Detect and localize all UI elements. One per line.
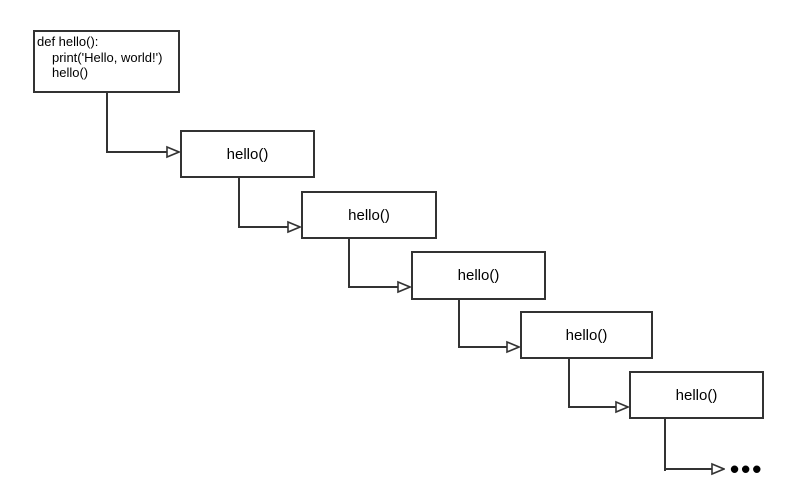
connector-line	[238, 178, 240, 228]
call-box-5: hello()	[629, 371, 764, 419]
connector-line	[348, 286, 398, 288]
connector-line	[106, 151, 167, 153]
call-box-4: hello()	[520, 311, 653, 359]
arrowhead-icon	[506, 340, 520, 354]
code-line-recursive-call: hello()	[52, 65, 89, 80]
connector-line	[568, 359, 570, 408]
code-box: def hello(): print('Hello, world!') hell…	[33, 30, 180, 93]
arrowhead-icon	[287, 220, 301, 234]
call-box-1: hello()	[180, 130, 315, 178]
arrowhead-icon	[166, 145, 180, 159]
connector-line	[106, 93, 108, 153]
arrowhead-icon	[711, 462, 725, 476]
connector-line	[664, 419, 666, 471]
code-line-def: def hello():	[37, 34, 99, 49]
arrowhead-icon	[397, 280, 411, 294]
connector-line	[238, 226, 288, 228]
code-line-print: print('Hello, world!')	[52, 49, 163, 65]
call-box-label: hello()	[457, 267, 500, 284]
call-box-label: hello()	[348, 206, 390, 224]
connector-line	[458, 346, 507, 348]
connector-line	[348, 239, 350, 288]
connector-line	[458, 300, 460, 348]
call-box-label: hello()	[565, 326, 608, 344]
connector-line	[568, 406, 616, 408]
connector-line	[664, 468, 712, 470]
ellipsis-icon: •••	[730, 454, 764, 484]
call-box-3: hello()	[411, 251, 546, 300]
arrowhead-icon	[615, 400, 629, 414]
call-box-label: hello()	[675, 386, 718, 404]
call-box-2: hello()	[301, 191, 437, 239]
call-box-label: hello()	[226, 145, 269, 163]
